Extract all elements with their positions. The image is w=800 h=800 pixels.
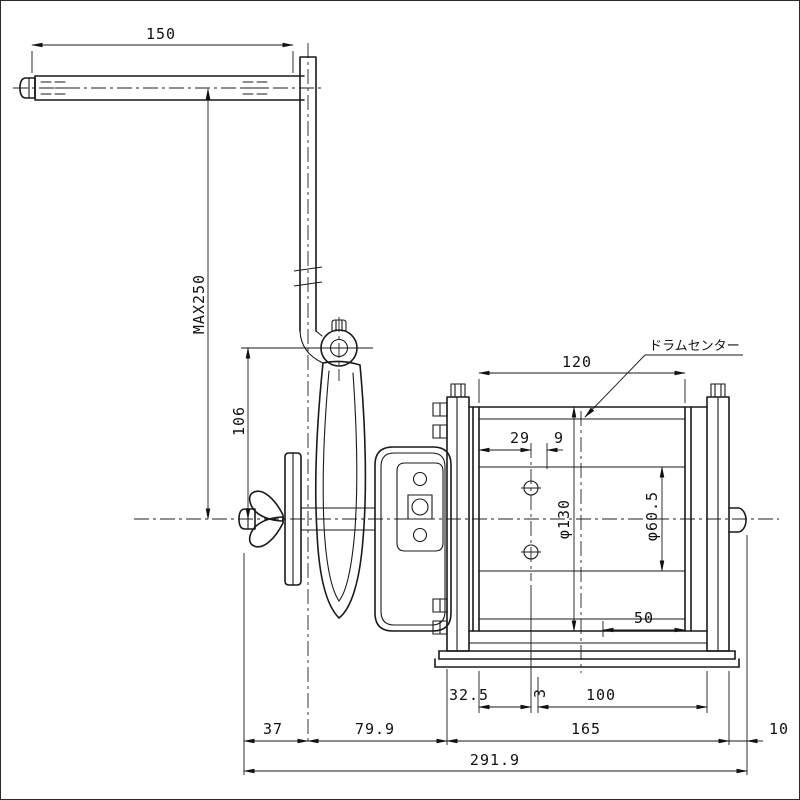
frame-plates — [432, 383, 747, 652]
dimension-lines — [31, 42, 763, 775]
dim-right-offset: 50 — [634, 609, 654, 627]
dim-bolt-offset: 29 — [510, 429, 530, 447]
dim-shaft-stub: 10 — [769, 720, 789, 738]
dim-overall-width: 291.9 — [470, 751, 520, 769]
label-drum-center: ドラムセンター — [649, 339, 740, 354]
crank-arm — [315, 360, 367, 619]
dim-plate-thickness: 3 — [531, 688, 549, 698]
drum — [468, 406, 708, 632]
dim-handle-length: 150 — [146, 25, 176, 43]
crank-handle — [19, 56, 324, 364]
dim-max-crank-radius: MAX250 — [190, 274, 208, 334]
dim-bolt-span: 100 — [586, 686, 616, 704]
dim-crank-pivot-offset: 106 — [230, 406, 248, 436]
dim-frame-width: 165 — [571, 720, 601, 738]
dim-drum-inner-width: 120 — [562, 353, 592, 371]
base-frame — [434, 642, 740, 668]
dim-wing-offset: 37 — [263, 720, 283, 738]
dimension-texts: 150 MAX250 106 120 ドラムセンター 29 9 φ130 φ60… — [146, 25, 789, 769]
dim-bolt-hole: 9 — [554, 429, 564, 447]
dim-barrel-diameter: φ60.5 — [643, 491, 661, 541]
dim-left-base-offset: 32.5 — [449, 686, 489, 704]
center-lines — [13, 43, 779, 745]
dim-handle-to-frame: 79.9 — [355, 720, 395, 738]
dim-flange-diameter: φ130 — [555, 499, 573, 539]
